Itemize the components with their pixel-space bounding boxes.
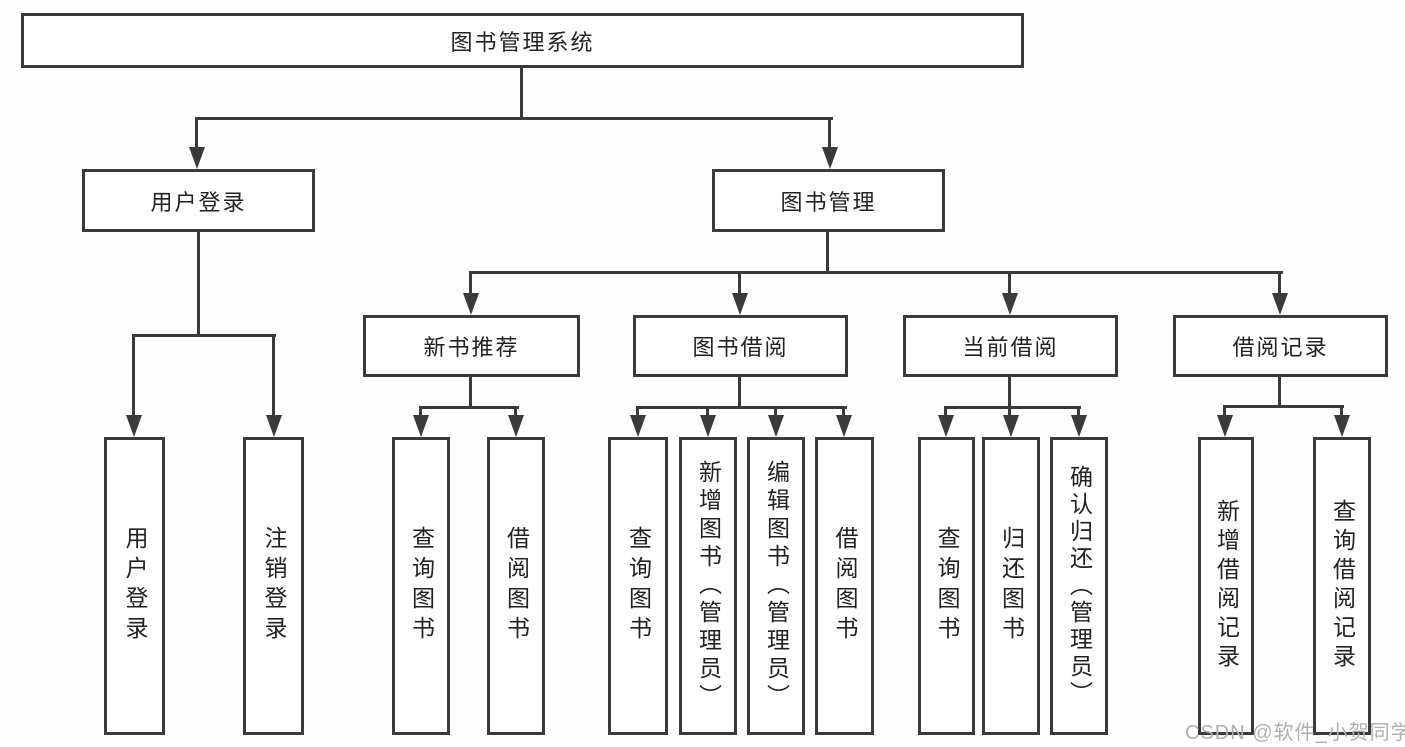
arrow-down-icon: [413, 415, 429, 437]
arrow-down-icon: [126, 415, 142, 437]
leaf-label: 用户登录: [122, 526, 148, 646]
leaf-add-book-admin: 新增图书（管理员）: [679, 437, 737, 735]
connector-line: [1223, 405, 1344, 408]
node-label: 当前借阅: [962, 335, 1059, 360]
connector-line: [419, 406, 519, 409]
connector-line: [1008, 377, 1011, 417]
connector-line: [514, 406, 517, 418]
node-book-management: 图书管理: [712, 169, 945, 232]
leaf-label: 借阅图书: [832, 526, 858, 646]
connector-line: [1340, 405, 1343, 418]
connector-line: [520, 68, 523, 120]
node-label: 图书管理系统: [450, 29, 595, 55]
connector-line: [197, 232, 200, 337]
node-new-book-recommend: 新书推荐: [363, 315, 580, 377]
leaf-label: 编辑图书（管理员）: [763, 460, 790, 712]
arrow-down-icon: [732, 293, 748, 315]
connector-line: [842, 406, 845, 418]
leaf-query-books-current: 查询图书: [918, 437, 975, 735]
connector-line: [469, 271, 1283, 274]
node-label: 借阅记录: [1232, 335, 1329, 360]
connector-line: [419, 406, 422, 418]
arrow-down-icon: [1071, 415, 1087, 437]
leaf-logout: 注销登录: [243, 437, 304, 735]
connector-line: [469, 377, 472, 409]
leaf-query-books-recommend: 查询图书: [392, 437, 450, 735]
arrow-down-icon: [1272, 293, 1288, 315]
arrow-down-icon: [836, 415, 852, 437]
leaf-label: 查询图书: [408, 526, 435, 646]
connector-line: [826, 232, 829, 274]
node-book-borrowing: 图书借阅: [633, 315, 848, 377]
connector-line: [944, 406, 947, 418]
node-user-login: 用户登录: [82, 169, 315, 232]
node-label: 图书借阅: [692, 335, 789, 360]
connector-line: [1278, 271, 1281, 297]
leaf-add-borrow-record: 新增借阅记录: [1198, 437, 1254, 735]
connector-line: [196, 117, 833, 120]
node-current-borrowing: 当前借阅: [903, 315, 1118, 377]
connector-line: [1077, 406, 1080, 418]
arrow-down-icon: [630, 415, 646, 437]
leaf-label: 查询借阅记录: [1329, 499, 1356, 673]
leaf-label: 查询图书: [625, 526, 652, 646]
node-label: 图书管理: [780, 189, 877, 215]
leaf-confirm-return-admin: 确认归还（管理员）: [1050, 437, 1108, 735]
leaf-return-books: 归还图书: [982, 437, 1040, 735]
leaf-label: 新增图书（管理员）: [695, 460, 722, 712]
connector-line: [272, 334, 275, 418]
leaf-user-login: 用户登录: [104, 437, 165, 735]
arrow-down-icon: [463, 293, 479, 315]
arrow-down-icon: [266, 415, 282, 437]
arrow-down-icon: [1002, 293, 1018, 315]
leaf-edit-book-admin: 编辑图书（管理员）: [747, 437, 805, 735]
arrow-down-icon: [1334, 415, 1350, 437]
leaf-label: 查询图书: [934, 526, 960, 646]
connector-line: [944, 406, 1081, 409]
leaf-query-books-borrow: 查询图书: [608, 437, 668, 735]
leaf-label: 借阅图书: [503, 526, 530, 646]
connector-line: [636, 406, 639, 418]
arrow-down-icon: [768, 415, 784, 437]
leaf-label: 新增借阅记录: [1213, 499, 1240, 673]
leaf-label: 注销登录: [261, 526, 287, 646]
arrow-down-icon: [189, 147, 205, 169]
connector-line: [706, 406, 709, 418]
arrow-down-icon: [938, 415, 954, 437]
connector-line: [1008, 271, 1011, 297]
connector-line: [636, 406, 847, 409]
connector-line: [738, 377, 741, 409]
connector-line: [1278, 377, 1281, 408]
arrow-down-icon: [508, 415, 524, 437]
node-borrowing-records: 借阅记录: [1173, 315, 1388, 377]
connector-line: [738, 271, 741, 297]
leaf-borrow-books-recommend: 借阅图书: [487, 437, 545, 735]
connector-line: [132, 334, 135, 418]
arrow-down-icon: [700, 415, 716, 437]
leaf-label: 归还图书: [998, 526, 1025, 646]
connector-line: [469, 271, 472, 297]
node-label: 新书推荐: [423, 335, 520, 360]
connector-line: [774, 406, 777, 418]
arrow-down-icon: [822, 147, 838, 169]
arrow-down-icon: [1003, 415, 1019, 437]
arrow-down-icon: [1217, 415, 1233, 437]
leaf-label: 确认归还（管理员）: [1066, 464, 1093, 708]
csdn-watermark: CSDN @软件_小贺同学: [1185, 722, 1405, 744]
connector-line: [132, 334, 276, 337]
connector-line: [195, 117, 198, 151]
node-label: 用户登录: [150, 189, 247, 215]
connector-line: [1223, 405, 1226, 418]
node-root-system: 图书管理系统: [21, 13, 1024, 68]
leaf-query-borrow-record: 查询借阅记录: [1313, 437, 1371, 735]
connector-line: [828, 117, 831, 151]
leaf-borrow-books-borrow: 借阅图书: [815, 437, 874, 735]
